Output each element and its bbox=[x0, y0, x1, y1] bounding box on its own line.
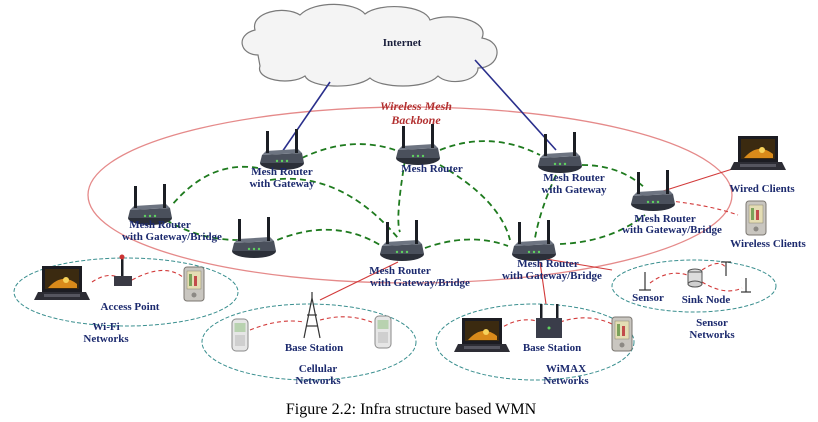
router-gw-right-label-2: with Gateway bbox=[541, 184, 607, 196]
access-point-label: Access Point bbox=[101, 301, 160, 313]
router-center-label: Mesh Router bbox=[401, 163, 463, 175]
wireless-clients-label: Wireless Clients bbox=[730, 238, 806, 250]
backbone-label-line2: Backbone bbox=[390, 113, 441, 127]
router-gw-left-label-2: with Gateway bbox=[249, 178, 315, 190]
router-bridge-center-label-1: Mesh Router bbox=[369, 265, 431, 277]
router-bridge-right-label-1: Mesh Router bbox=[634, 213, 696, 225]
wimax-network-ellipse bbox=[435, 303, 635, 381]
sensor-label: Sensor bbox=[632, 292, 664, 304]
uplink-right bbox=[474, 59, 557, 151]
sensor-network-ellipse bbox=[611, 259, 777, 313]
sensor-networks-label-1: Sensor bbox=[696, 317, 728, 329]
wimax-laptop bbox=[454, 318, 510, 352]
router-gw-right-label-1: Mesh Router bbox=[543, 172, 605, 184]
cellular-base-station-label: Base Station bbox=[285, 342, 343, 354]
wimax-base-station-icon bbox=[536, 304, 562, 338]
sensor-icon-right bbox=[741, 278, 751, 293]
sensor-icon-top bbox=[721, 261, 731, 276]
uplink-left bbox=[281, 81, 331, 153]
mesh-router-bridge-center-left bbox=[232, 217, 276, 258]
internet-label: Internet bbox=[383, 37, 422, 49]
access-point-icon bbox=[114, 254, 132, 286]
cellular-networks-label-2: Networks bbox=[295, 375, 341, 387]
router-gw-left-label-1: Mesh Router bbox=[251, 166, 313, 178]
sink-node-label: Sink Node bbox=[682, 294, 731, 306]
wifi-networks-label-1: Wi-Fi bbox=[92, 321, 119, 333]
mesh-router-bridge-right bbox=[631, 170, 675, 211]
router-far-left-label-1: Mesh Router bbox=[129, 219, 191, 231]
cellular-phone-right bbox=[374, 315, 392, 349]
cell-tower-icon bbox=[303, 292, 321, 339]
wired-client-laptop bbox=[730, 136, 786, 170]
wimax-base-station-label: Base Station bbox=[523, 342, 581, 354]
wifi-network-ellipse bbox=[13, 257, 239, 327]
backbone-label-line1: Wireless Mesh bbox=[380, 99, 452, 113]
router-bridge-right-label-2: with Gateway/Bridge bbox=[622, 224, 722, 236]
cellular-network-ellipse bbox=[201, 303, 417, 381]
wimax-pda bbox=[611, 316, 633, 352]
mesh-links bbox=[165, 140, 646, 249]
router-bridge-center-label-2: with Gateway/Bridge bbox=[370, 277, 470, 289]
wifi-pda bbox=[183, 266, 205, 302]
sensor-icon bbox=[639, 272, 651, 291]
mesh-router-gateway-left bbox=[260, 129, 304, 170]
router-bridge-center-right-label-2: with Gateway/Bridge bbox=[502, 270, 602, 282]
mesh-router-bridge-center-right bbox=[512, 220, 556, 261]
mesh-router-bridge-center bbox=[380, 220, 424, 261]
mesh-router-gateway-right bbox=[538, 132, 582, 173]
sink-node-icon bbox=[687, 268, 703, 288]
wifi-laptop bbox=[34, 266, 90, 300]
wired-clients-label: Wired Clients bbox=[729, 183, 795, 195]
sensor-networks-label-2: Networks bbox=[689, 329, 735, 341]
figure-caption: Figure 2.2: Infra structure based WMN bbox=[286, 401, 537, 418]
wimax-networks-label-2: Networks bbox=[543, 375, 589, 387]
mesh-router-center bbox=[396, 124, 440, 165]
internet-cloud: Internet bbox=[241, 3, 498, 87]
cellular-networks-label-1: Cellular bbox=[299, 363, 338, 375]
wifi-networks-label-2: Networks bbox=[83, 333, 129, 345]
backbone-ellipse bbox=[87, 106, 733, 284]
router-bridge-center-right-label-1: Mesh Router bbox=[517, 258, 579, 270]
wireless-client-pda bbox=[745, 200, 767, 236]
router-far-left-label-2: with Gateway/Bridge bbox=[122, 231, 222, 243]
cellular-phone-left bbox=[231, 318, 249, 352]
wimax-networks-label-1: WiMAX bbox=[546, 363, 586, 375]
